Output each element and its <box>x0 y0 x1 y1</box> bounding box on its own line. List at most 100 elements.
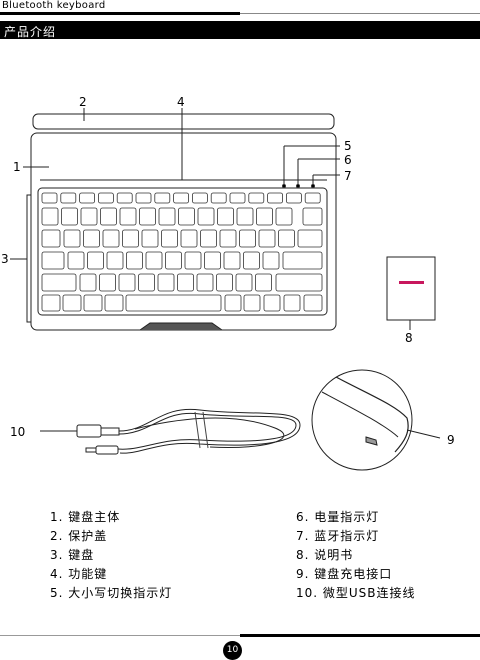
footer-rule-right <box>240 634 480 637</box>
keyboard-key <box>174 193 189 203</box>
keyboard-key <box>142 230 158 247</box>
keyboard-key <box>117 193 132 203</box>
legend-item: 2. 保护盖 <box>50 527 172 546</box>
legend-item: 3. 键盘 <box>50 546 172 565</box>
keyboard-hinge <box>140 323 222 330</box>
keyboard-key <box>205 252 221 269</box>
keyboard-key <box>304 295 322 311</box>
keyboard-key <box>80 274 96 291</box>
legend-item: 5. 大小写切换指示灯 <box>50 584 172 603</box>
keyboard-key <box>257 208 273 225</box>
keyboard-key <box>181 230 197 247</box>
page-number: 10 <box>223 641 242 660</box>
keyboard-key <box>120 208 136 225</box>
keyboard-key <box>42 274 76 291</box>
keyboard-key <box>217 274 233 291</box>
manual-booklet <box>387 257 435 320</box>
legend-right: 6. 电量指示灯 7. 蓝牙指示灯 8. 说明书 9. 键盘充电接口 10. 微… <box>296 508 416 603</box>
keyboard-key <box>218 208 234 225</box>
legend-item: 8. 说明书 <box>296 546 416 565</box>
keyboard-key <box>42 252 64 269</box>
keyboard-key <box>237 208 253 225</box>
keyboard-key <box>240 230 256 247</box>
keyboard-key <box>105 295 123 311</box>
keyboard-key <box>88 252 104 269</box>
keyboard-key <box>101 208 117 225</box>
micro-usb-cable <box>40 409 300 454</box>
callout-6: 6 <box>344 153 352 167</box>
keyboard-key <box>107 252 123 269</box>
keyboard-key <box>192 193 207 203</box>
protective-cover <box>33 114 334 129</box>
keyboard-key <box>276 274 322 291</box>
indicator-led <box>311 184 314 187</box>
legend-item: 1. 键盘主体 <box>50 508 172 527</box>
indicator-led <box>296 184 299 187</box>
keyboard-key <box>84 230 100 247</box>
keyboard-key <box>283 252 322 269</box>
callout-5: 5 <box>344 139 352 153</box>
keyboard-key <box>42 208 58 225</box>
callout-7: 7 <box>344 169 352 183</box>
keyboard-key <box>61 193 76 203</box>
keyboard-key <box>42 295 60 311</box>
legend-item: 9. 键盘充电接口 <box>296 565 416 584</box>
callout-4: 4 <box>177 95 185 109</box>
manual-accent <box>399 281 424 284</box>
legend-item: 10. 微型USB连接线 <box>296 584 416 603</box>
keyboard-key <box>211 193 226 203</box>
callout-1: 1 <box>13 160 21 174</box>
keyboard-key <box>236 274 252 291</box>
keyboard-key <box>84 295 102 311</box>
keyboard-key <box>263 252 279 269</box>
keyboard-key <box>140 208 156 225</box>
keyboard-key <box>119 274 135 291</box>
keyboard-key <box>68 252 84 269</box>
keyboard-key <box>220 230 236 247</box>
keyboard-key <box>139 274 155 291</box>
keyboard-key <box>123 230 139 247</box>
keyboard-key <box>256 274 272 291</box>
keyboard-key <box>244 252 260 269</box>
keyboard-key <box>268 193 283 203</box>
keyboard-key <box>42 230 60 247</box>
keyboard-key <box>126 295 221 311</box>
keyboard-key <box>81 208 97 225</box>
keyboard-key <box>198 208 214 225</box>
keyboard-key <box>264 295 280 311</box>
keyboard-key <box>179 208 195 225</box>
keyboard-key <box>185 252 201 269</box>
legend-item: 7. 蓝牙指示灯 <box>296 527 416 546</box>
keyboard-key <box>303 208 322 225</box>
footer-rule-left <box>0 635 240 636</box>
keyboard-key <box>159 208 175 225</box>
keyboard-key <box>103 230 119 247</box>
keyboard-key <box>201 230 217 247</box>
keyboard-key <box>230 193 245 203</box>
callout-2: 2 <box>79 95 87 109</box>
keyboard-key <box>244 295 260 311</box>
legend-item: 4. 功能键 <box>50 565 172 584</box>
keyboard-key <box>249 193 264 203</box>
keyboard-key <box>225 295 241 311</box>
callout-9: 9 <box>447 433 455 447</box>
keyboard-key <box>80 193 95 203</box>
keyboard-key <box>305 193 320 203</box>
keyboard-key <box>62 208 78 225</box>
keyboard-key <box>286 193 301 203</box>
keyboard-key <box>178 274 194 291</box>
callout-10: 10 <box>10 425 25 439</box>
keyboard-key <box>98 193 113 203</box>
keyboard-key <box>298 230 322 247</box>
keyboard-key <box>158 274 174 291</box>
keyboard-key <box>63 295 81 311</box>
keyboard-key <box>146 252 162 269</box>
keyboard-body <box>31 133 336 330</box>
keyboard-key <box>197 274 213 291</box>
keyboard-keys <box>38 188 327 315</box>
keyboard-key <box>259 230 275 247</box>
callout-3: 3 <box>1 252 9 266</box>
legend-item: 6. 电量指示灯 <box>296 508 416 527</box>
keyboard-key <box>155 193 170 203</box>
keyboard-key <box>166 252 182 269</box>
